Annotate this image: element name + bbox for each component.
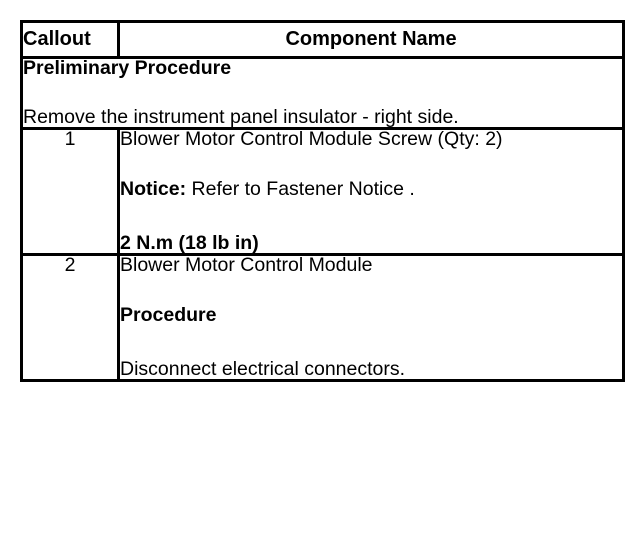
torque-spec-line: 2 N.m (18 lb in): [120, 232, 259, 254]
preliminary-procedure-title: Preliminary Procedure: [23, 57, 232, 79]
blank-line: [120, 325, 622, 360]
blank-line: [23, 78, 622, 108]
notice-text: Refer to Fastener Notice .: [186, 178, 415, 200]
blank-line: [120, 199, 622, 234]
table-row: 2 Blower Motor Control Module Procedure …: [20, 253, 625, 382]
component-name-line: Blower Motor Control Module Screw (Qty: …: [120, 128, 503, 150]
blank-line: [120, 275, 622, 306]
callout-number-2: 2: [20, 253, 120, 382]
blank-line: [120, 149, 622, 180]
table-row: 1 Blower Motor Control Module Screw (Qty…: [20, 127, 625, 256]
callout-number-1: 1: [20, 127, 120, 256]
preliminary-procedure-cell: Preliminary Procedure Remove the instrum…: [20, 56, 625, 130]
component-name-line: Blower Motor Control Module: [120, 254, 373, 276]
procedure-table: Callout Component Name Preliminary Proce…: [20, 20, 625, 382]
notice-line: Notice: Refer to Fastener Notice .: [120, 178, 622, 200]
procedure-heading: Procedure: [120, 304, 217, 326]
component-detail-cell-1: Blower Motor Control Module Screw (Qty: …: [117, 127, 625, 256]
component-detail-cell-2: Blower Motor Control Module Procedure Di…: [117, 253, 625, 382]
notice-label: Notice:: [120, 178, 187, 200]
column-header-callout: Callout: [20, 20, 120, 59]
column-header-component-name: Component Name: [117, 20, 625, 59]
preliminary-procedure-row: Preliminary Procedure Remove the instrum…: [20, 56, 625, 130]
procedure-step-line: Disconnect electrical connectors.: [120, 358, 406, 380]
preliminary-procedure-text: Remove the instrument panel insulator - …: [23, 106, 459, 128]
table-header-row: Callout Component Name: [20, 20, 625, 59]
